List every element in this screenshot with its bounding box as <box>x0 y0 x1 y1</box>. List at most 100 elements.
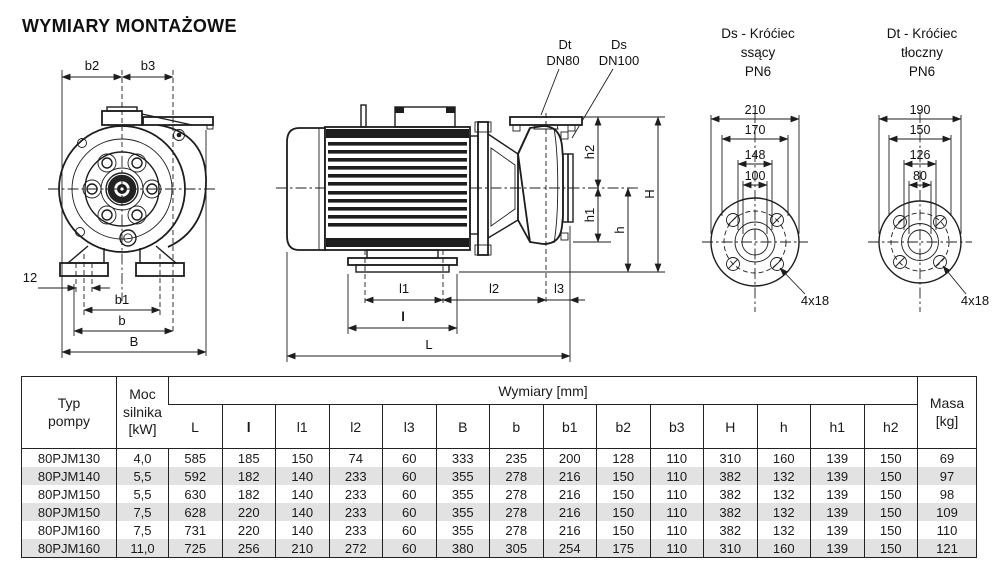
table-cell: 150 <box>863 467 918 485</box>
table-cell: 140 <box>275 503 329 521</box>
table-cell: 233 <box>328 467 383 485</box>
col-header-l3: l3 <box>382 404 436 449</box>
svg-text:l1: l1 <box>399 281 409 296</box>
table-cell: 380 <box>435 539 490 558</box>
table-cell: 132 <box>756 485 811 503</box>
svg-text:4x18: 4x18 <box>801 293 829 308</box>
table-cell: 233 <box>328 521 383 539</box>
dimension-b3: b3 <box>121 58 174 81</box>
table-cell: 382 <box>703 521 757 539</box>
table-cell: 60 <box>382 467 436 485</box>
dimension-b2: b2 <box>61 58 123 81</box>
col-header-b3: b3 <box>649 404 704 449</box>
svg-text:l: l <box>401 309 405 324</box>
cell-pump-type: 80PJM150 <box>37 486 101 502</box>
table-cell: 210 <box>275 539 329 558</box>
col-header-b: b <box>489 404 543 449</box>
table-cell: 150 <box>863 448 918 467</box>
svg-text:12: 12 <box>23 270 37 285</box>
pump-feet-front <box>59 245 185 318</box>
table-cell: 60 <box>382 485 436 503</box>
table-cell: 216 <box>542 485 597 503</box>
table-cell: 185 <box>221 448 276 467</box>
ds-size-label: DN100 <box>599 53 639 68</box>
table-cell: 139 <box>810 503 864 521</box>
ds-label: Ds <box>611 37 627 52</box>
col-header-wymiary: Wymiary [mm] <box>168 376 918 405</box>
cell-pump-type: 80PJM160 <box>37 540 101 556</box>
dimensions-table-wrapper: Typ pompy Moc silnika [kW] Wymiary [mm] … <box>21 376 977 558</box>
table-cell: 7,5 <box>116 521 169 539</box>
table-cell: 278 <box>489 521 543 539</box>
table-cell: 132 <box>756 503 811 521</box>
col-header-h1: h1 <box>810 404 864 449</box>
table-cell: 233 <box>328 503 383 521</box>
dimension-b1: b1 <box>83 292 161 314</box>
table-cell: 110 <box>649 539 704 558</box>
table-cell: 233 <box>328 485 383 503</box>
table-cell: 254 <box>542 539 597 558</box>
col-header-l1: l1 <box>275 404 329 449</box>
table-cell: 98 <box>917 485 977 503</box>
svg-text:170: 170 <box>745 123 766 137</box>
svg-text:b2: b2 <box>85 58 99 73</box>
table-cell: 110 <box>649 467 704 485</box>
table-cell: 278 <box>489 467 543 485</box>
svg-text:h: h <box>612 226 627 233</box>
table-cell: 110 <box>649 485 704 503</box>
port-callouts: Dt DN80 Ds DN100 <box>540 37 639 139</box>
table-cell: 355 <box>435 485 490 503</box>
table-cell: 333 <box>435 448 490 467</box>
table-cell: 382 <box>703 467 757 485</box>
table-cell: 175 <box>596 539 650 558</box>
col-header-typ: Typ pompy <box>47 395 91 429</box>
table-cell: 216 <box>542 521 597 539</box>
table-cell: 140 <box>275 521 329 539</box>
table-cell: 60 <box>382 448 436 467</box>
suction-flange-dimensions: 210 170 148 100 <box>710 103 800 234</box>
table-cell: 121 <box>917 539 977 558</box>
col-header-l2: l2 <box>328 404 383 449</box>
shaft-hub <box>105 172 139 206</box>
table-cell: 278 <box>489 503 543 521</box>
table-cell: 731 <box>168 521 222 539</box>
table-cell: 382 <box>703 503 757 521</box>
dimension-B: B <box>61 334 207 356</box>
side-view-drawing: Dt DN80 Ds DN100 <box>276 37 665 362</box>
dimension-12: 12 <box>23 270 110 292</box>
pump-discharge-flange-front <box>101 106 214 141</box>
table-cell: 355 <box>435 467 490 485</box>
table-cell: 160 <box>756 539 811 558</box>
table-cell: 60 <box>382 539 436 558</box>
table-cell: 216 <box>542 467 597 485</box>
table-cell: 74 <box>328 448 383 467</box>
col-header-moc: Moc silnika [kW] <box>116 376 169 449</box>
table-cell: 110 <box>917 521 977 539</box>
table-cell: 110 <box>649 503 704 521</box>
table-cell: 160 <box>756 448 811 467</box>
dimension-L: L <box>286 337 571 360</box>
cell-pump-type: 80PJM140 <box>37 468 101 484</box>
table-cell: 272 <box>328 539 383 558</box>
svg-text:b1: b1 <box>115 292 129 307</box>
dimension-b: b <box>73 313 174 335</box>
table-cell: 628 <box>168 503 222 521</box>
table-cell: 4,0 <box>116 448 169 467</box>
suction-flange-title: Ds - Króćiec ssący PN6 <box>721 26 795 80</box>
table-cell: 278 <box>489 485 543 503</box>
col-header-h: h <box>756 404 811 449</box>
suction-flange-face <box>702 112 808 312</box>
svg-text:b: b <box>118 313 125 328</box>
table-cell: 5,5 <box>116 485 169 503</box>
table-cell: 150 <box>596 467 650 485</box>
page-title: WYMIARY MONTAŻOWE <box>22 16 237 36</box>
table-cell: 132 <box>756 467 811 485</box>
table-cell: 140 <box>275 467 329 485</box>
table-cell: 110 <box>649 521 704 539</box>
table-cell: 139 <box>810 539 864 558</box>
table-cell: 60 <box>382 503 436 521</box>
table-cell: 140 <box>275 485 329 503</box>
